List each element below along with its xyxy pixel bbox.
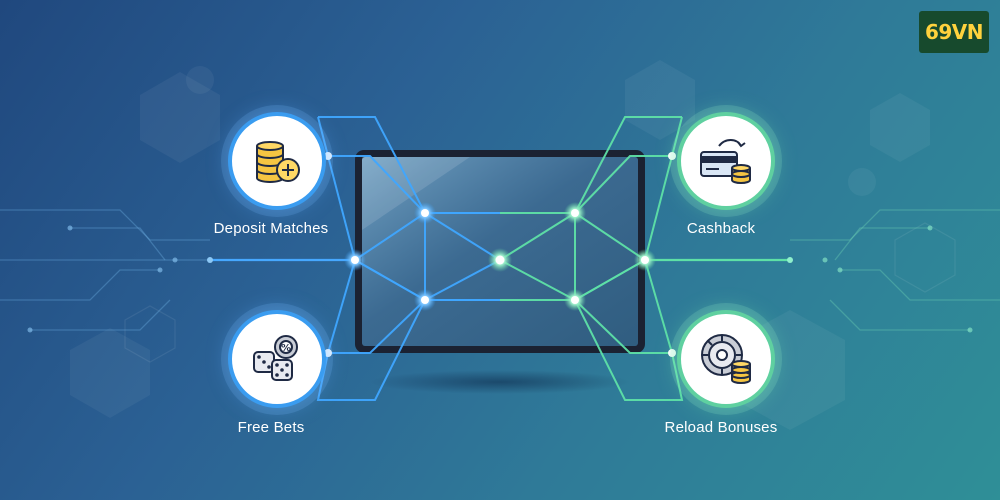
deposit-matches-badge: [228, 112, 326, 210]
free-bets-label: Free Bets: [237, 419, 305, 436]
cashback-badge: [677, 112, 775, 210]
brand-logo-text: 69VN: [924, 20, 984, 44]
card-coins-arrow-icon: [700, 139, 751, 184]
cashback-label: Cashback: [686, 220, 756, 237]
brand-logo[interactable]: 69VN: [919, 11, 989, 53]
free-bets-badge: %: [228, 310, 326, 408]
coin-stack-plus-icon: [256, 141, 300, 183]
dice-chip-icon: %: [253, 335, 298, 381]
deposit-matches-label: Deposit Matches: [213, 220, 329, 237]
svg-text:%: %: [281, 343, 291, 354]
reload-bonuses-badge: [677, 310, 775, 408]
network-nodes: [324, 152, 676, 357]
vault-coins-icon: [701, 334, 751, 384]
reload-bonuses-label: Reload Bonuses: [664, 419, 778, 436]
